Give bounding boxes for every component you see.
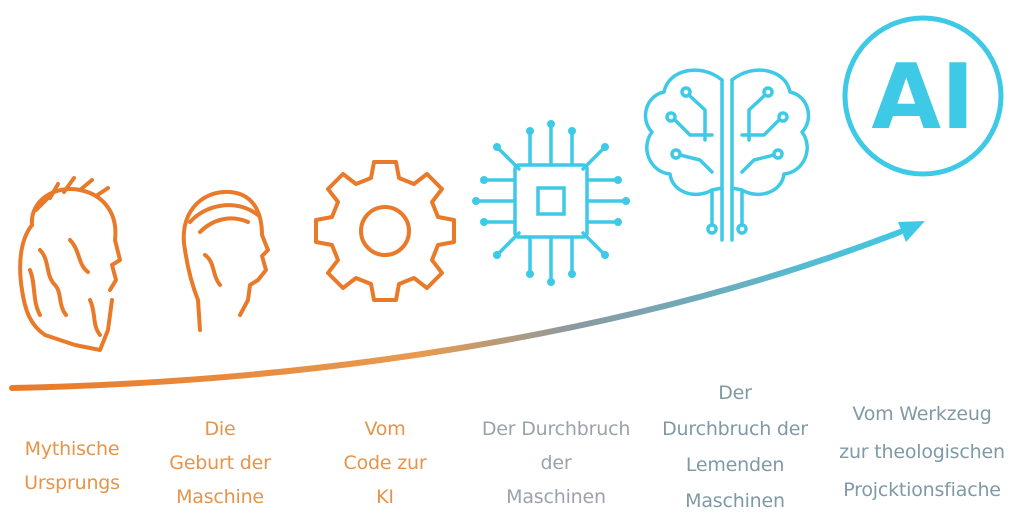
step-label-mythische-ursprungs: Mythische Ursprungs bbox=[24, 438, 120, 494]
step-label-werkzeug-theologische-projektion: Vom Werkzeug zur theologischen Projcktio… bbox=[839, 403, 1005, 501]
ai-badge-text: AI bbox=[871, 45, 974, 150]
step-label-durchbruch-der-maschinen: Der Durchbruch der Maschinen bbox=[481, 418, 631, 508]
step-label-durchbruch-lernende-maschinen: Der Durchbruch der Lemenden Maschinen bbox=[662, 382, 808, 512]
progress-arrow-head bbox=[898, 221, 925, 242]
progress-arrow bbox=[9, 221, 925, 391]
step-label-code-zur-ki: Vom Code zur KI bbox=[343, 418, 427, 508]
gear-icon bbox=[314, 160, 456, 302]
brain-icon bbox=[643, 68, 811, 242]
chip-icon bbox=[472, 120, 630, 286]
progress-arrow-line bbox=[9, 229, 903, 391]
ai-badge-icon: AI bbox=[842, 15, 1004, 177]
laurel-head-icon bbox=[18, 176, 122, 352]
step-label-geburt-der-maschine: Die Geburt der Maschine bbox=[169, 418, 271, 508]
classical-head-icon bbox=[181, 189, 270, 332]
